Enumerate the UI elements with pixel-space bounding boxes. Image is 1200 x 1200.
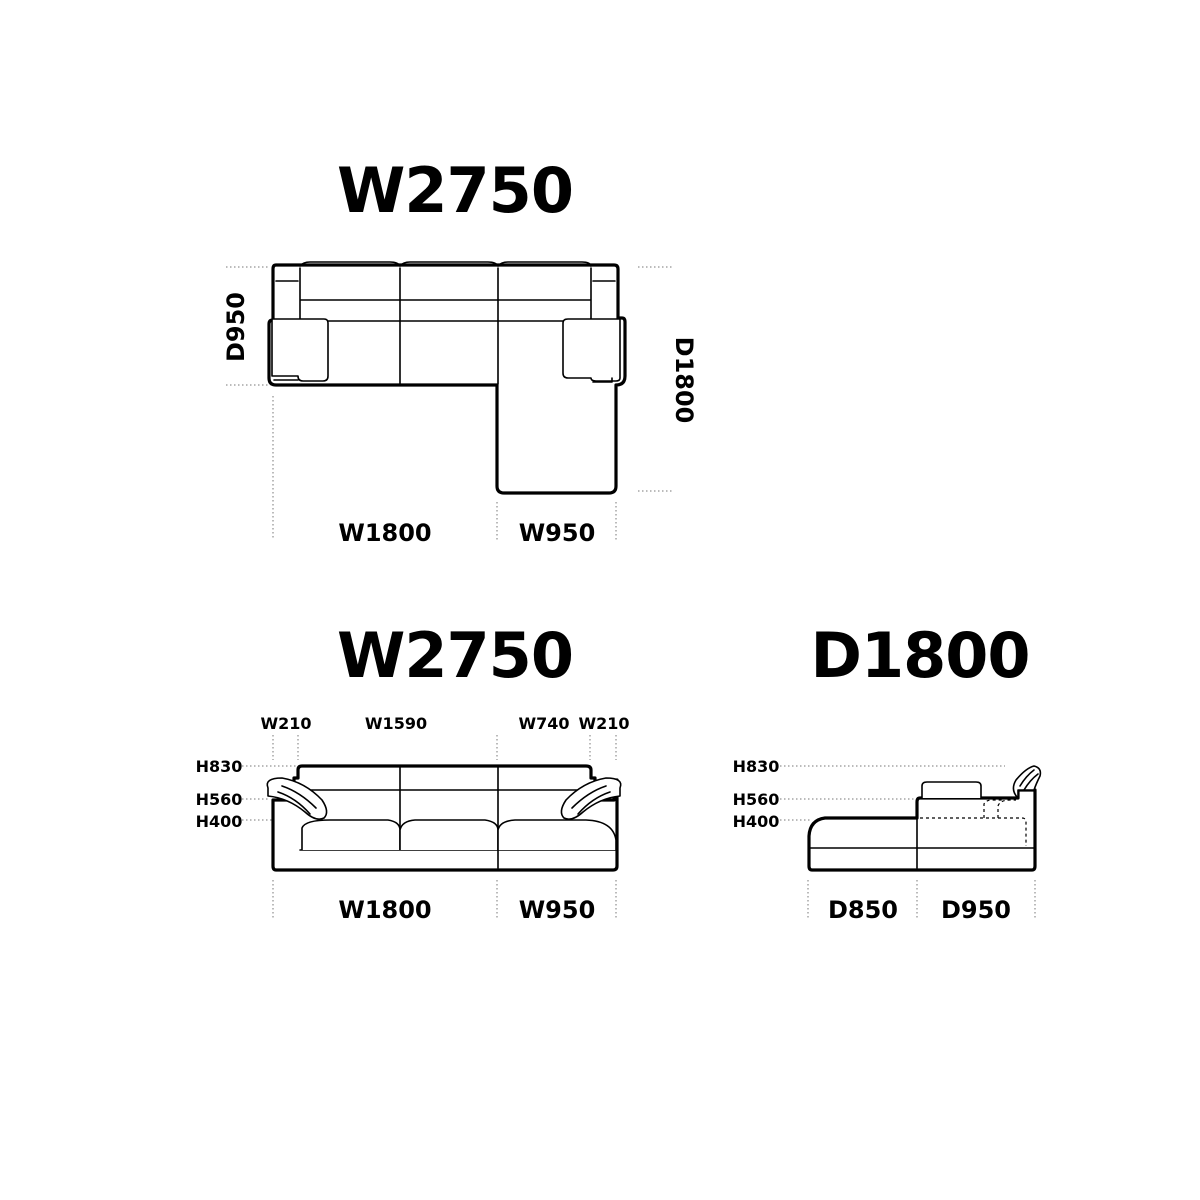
front-width-right-label: W950 [519,896,596,924]
front-view-title: W2750 [337,619,573,692]
side-back-cushion [921,781,982,798]
plan-sofa-outline [267,263,627,495]
plan-width-right-label: W950 [519,519,596,547]
front-height-h400: H400 [196,812,243,831]
front-height-h830: H830 [196,757,243,776]
plan-depth-right-label: D1800 [670,337,698,424]
side-seat-lines [809,817,1035,869]
front-width-left-label: W1800 [338,896,431,924]
front-width-arm-right: W210 [578,714,629,733]
plan-view: W2750 D950 D1800 W1800 W950 [222,154,698,547]
side-height-h560: H560 [733,790,780,809]
side-sofa-outline [807,788,1037,872]
plan-view-title: W2750 [337,154,573,227]
plan-width-left-label: W1800 [338,519,431,547]
side-view-title: D1800 [810,619,1029,692]
plan-guides [226,266,672,540]
front-width-arm-left: W210 [260,714,311,733]
side-arm-pillow [1012,765,1042,799]
front-seat-cushion-3 [497,819,617,850]
side-height-h400: H400 [733,812,780,831]
side-height-h830: H830 [733,757,780,776]
plan-depth-left-label: D950 [222,292,250,362]
front-width-back: W1590 [365,714,427,733]
front-back-cushions [299,766,617,869]
plan-right-arm-cushion [562,318,621,382]
front-seat-cushion-2 [399,819,499,850]
side-guides [780,765,1036,918]
side-view: D1800 H830 H560 H400 D850 D950 [733,619,1042,924]
front-width-chaise-back: W740 [518,714,569,733]
plan-back-cushions [275,261,616,385]
front-right-arm-pillow [560,777,622,820]
front-view: W2750 W210 W1590 W740 W210 H830 H560 H40… [196,619,630,924]
side-depth-right-label: D950 [941,896,1011,924]
side-hidden-cushions [920,799,1027,846]
plan-left-arm-cushion [271,318,329,382]
front-height-h560: H560 [196,790,243,809]
front-left-arm-pillow [266,777,328,820]
front-guides [242,735,617,918]
side-depth-left-label: D850 [828,896,898,924]
front-seat-cushion-1 [301,819,401,850]
